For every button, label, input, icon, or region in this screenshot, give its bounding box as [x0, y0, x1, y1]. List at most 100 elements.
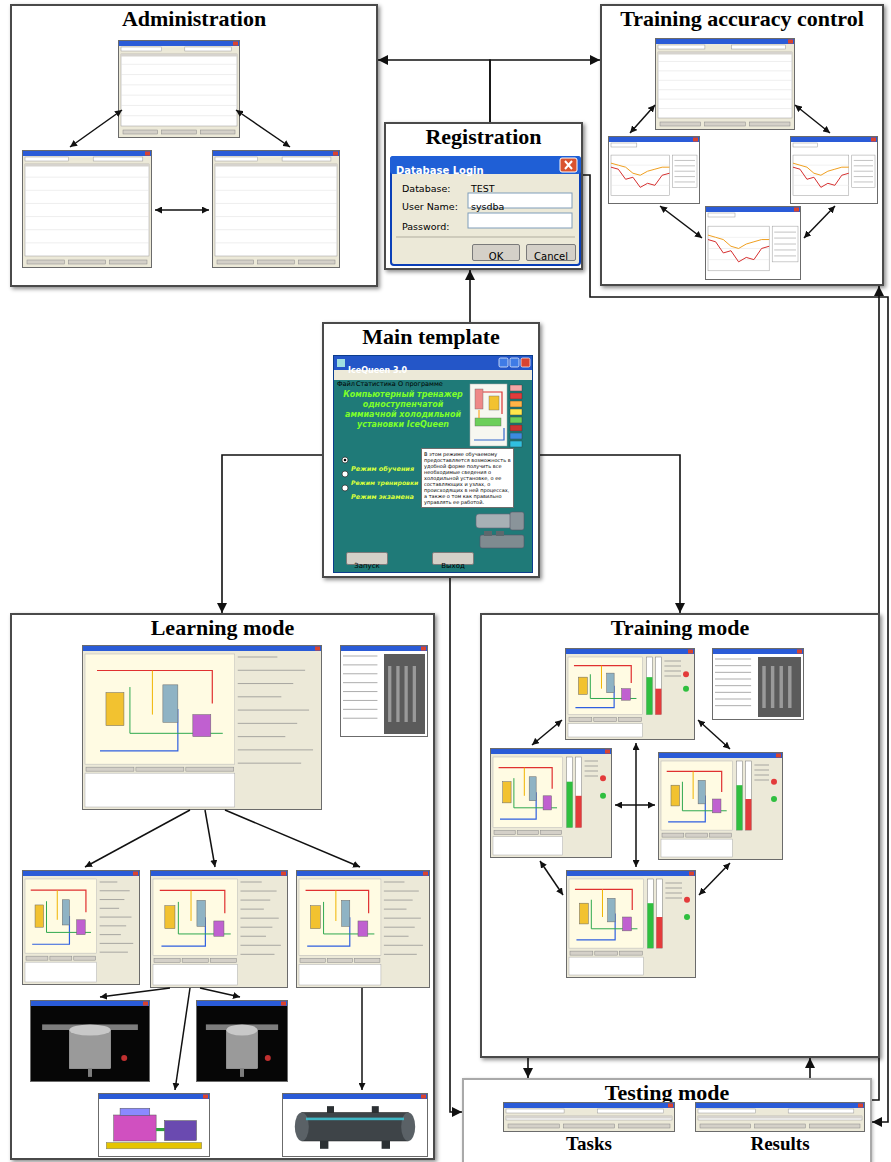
window-frame [713, 649, 804, 720]
text-line [774, 238, 796, 239]
text-line [343, 673, 377, 674]
panel-heading: Registration [425, 124, 541, 150]
window-frame [566, 649, 695, 740]
compressor-body [476, 514, 512, 528]
text-line [240, 900, 270, 901]
window-frame [567, 871, 696, 978]
photo-detail [413, 666, 416, 722]
text-line [384, 918, 421, 919]
pipe-line [793, 163, 849, 175]
status-list [25, 962, 97, 982]
mode-option: Режим обучения [351, 465, 414, 473]
window-title-bar [696, 1103, 864, 1108]
window-close-button [203, 1095, 208, 1099]
tab-button [186, 767, 234, 771]
indicator-lamp [600, 775, 606, 781]
screenshot-thumbnail [197, 1001, 288, 1082]
list-box [698, 1116, 862, 1120]
window-close-button [315, 647, 320, 651]
legend-list [852, 155, 875, 187]
tab-button [86, 767, 134, 771]
component [163, 685, 178, 722]
window-frame [197, 1001, 288, 1082]
pipe-line [335, 890, 336, 921]
pipe [88, 1069, 92, 1077]
schematic-area [153, 879, 237, 955]
level-bar-fill [745, 799, 751, 830]
schematic-area [569, 879, 643, 948]
text-line [238, 736, 286, 737]
window-close-button [871, 138, 876, 142]
status-list [153, 964, 237, 985]
module-panel: Training mode [480, 613, 880, 1058]
application-window: IceQueen 3.0ФайлСтатистикаО программеКом… [334, 356, 532, 572]
level-bar-fill [646, 677, 652, 714]
flow-connector [222, 455, 322, 613]
form-button [110, 260, 147, 264]
window-title-bar [23, 151, 151, 156]
list-box [215, 164, 337, 256]
text-slot: В этом режиме обучаемому предоставляется… [421, 448, 514, 508]
close-button [560, 158, 577, 172]
mode-description: В этом режиме обучаемому предоставляется… [424, 451, 511, 505]
text-slot: Database Login [396, 159, 546, 178]
component [622, 689, 631, 701]
text-line [100, 943, 134, 944]
screenshot-thumbnail [713, 649, 804, 720]
photo [758, 657, 801, 717]
window-title-bar [791, 137, 877, 142]
app-button: Запуск [346, 552, 388, 565]
mode-option: Режим тренировки [351, 479, 418, 487]
pipe-line [708, 240, 769, 262]
mode-option: Режим экзамена [351, 493, 414, 501]
text-line [754, 775, 769, 776]
schematic-pipe [474, 428, 504, 440]
form-button [200, 130, 235, 134]
text-line [665, 893, 682, 894]
window-close-button [143, 1002, 148, 1006]
level-bar-fill [736, 785, 742, 830]
schematic-area [568, 657, 642, 715]
window-title-bar [119, 41, 239, 46]
window-close-button [333, 152, 338, 156]
form-button [749, 122, 790, 126]
window-close-button [133, 872, 138, 876]
input-field [215, 157, 258, 161]
text-slot: Registration [386, 124, 581, 150]
color-swatch [510, 425, 522, 431]
window-close-button [689, 872, 694, 876]
list-row [215, 190, 337, 191]
photo-detail [762, 666, 765, 708]
arrow [200, 988, 240, 997]
text-line [238, 749, 313, 750]
list-row [121, 74, 237, 75]
window-close-button [421, 647, 426, 651]
window-title-bar [504, 1103, 674, 1108]
list-row [658, 108, 792, 109]
vessel-top [227, 1024, 258, 1035]
form-button [298, 260, 335, 264]
text-line [384, 891, 419, 892]
list-row [121, 64, 237, 65]
status-list [569, 957, 643, 975]
list-row [25, 177, 149, 178]
pipe-line [191, 890, 192, 921]
tab-button [662, 833, 684, 837]
double-arrow [635, 743, 637, 867]
text-line [674, 160, 695, 161]
text-slot: Database: [402, 177, 466, 196]
text-line [238, 670, 305, 671]
dialog-title: Database Login [396, 165, 484, 177]
vessel-highlight [306, 1118, 404, 1121]
screenshot-thumbnail [609, 137, 700, 204]
text-line [100, 934, 121, 935]
tab-button [517, 831, 538, 835]
text-line [715, 672, 751, 673]
radio-button [342, 457, 348, 463]
screenshot-thumbnail [283, 1094, 428, 1157]
motor [165, 1121, 197, 1141]
form-button [162, 130, 197, 134]
dialog-frame [391, 157, 580, 265]
input-field [25, 157, 68, 161]
text-line [774, 232, 796, 233]
